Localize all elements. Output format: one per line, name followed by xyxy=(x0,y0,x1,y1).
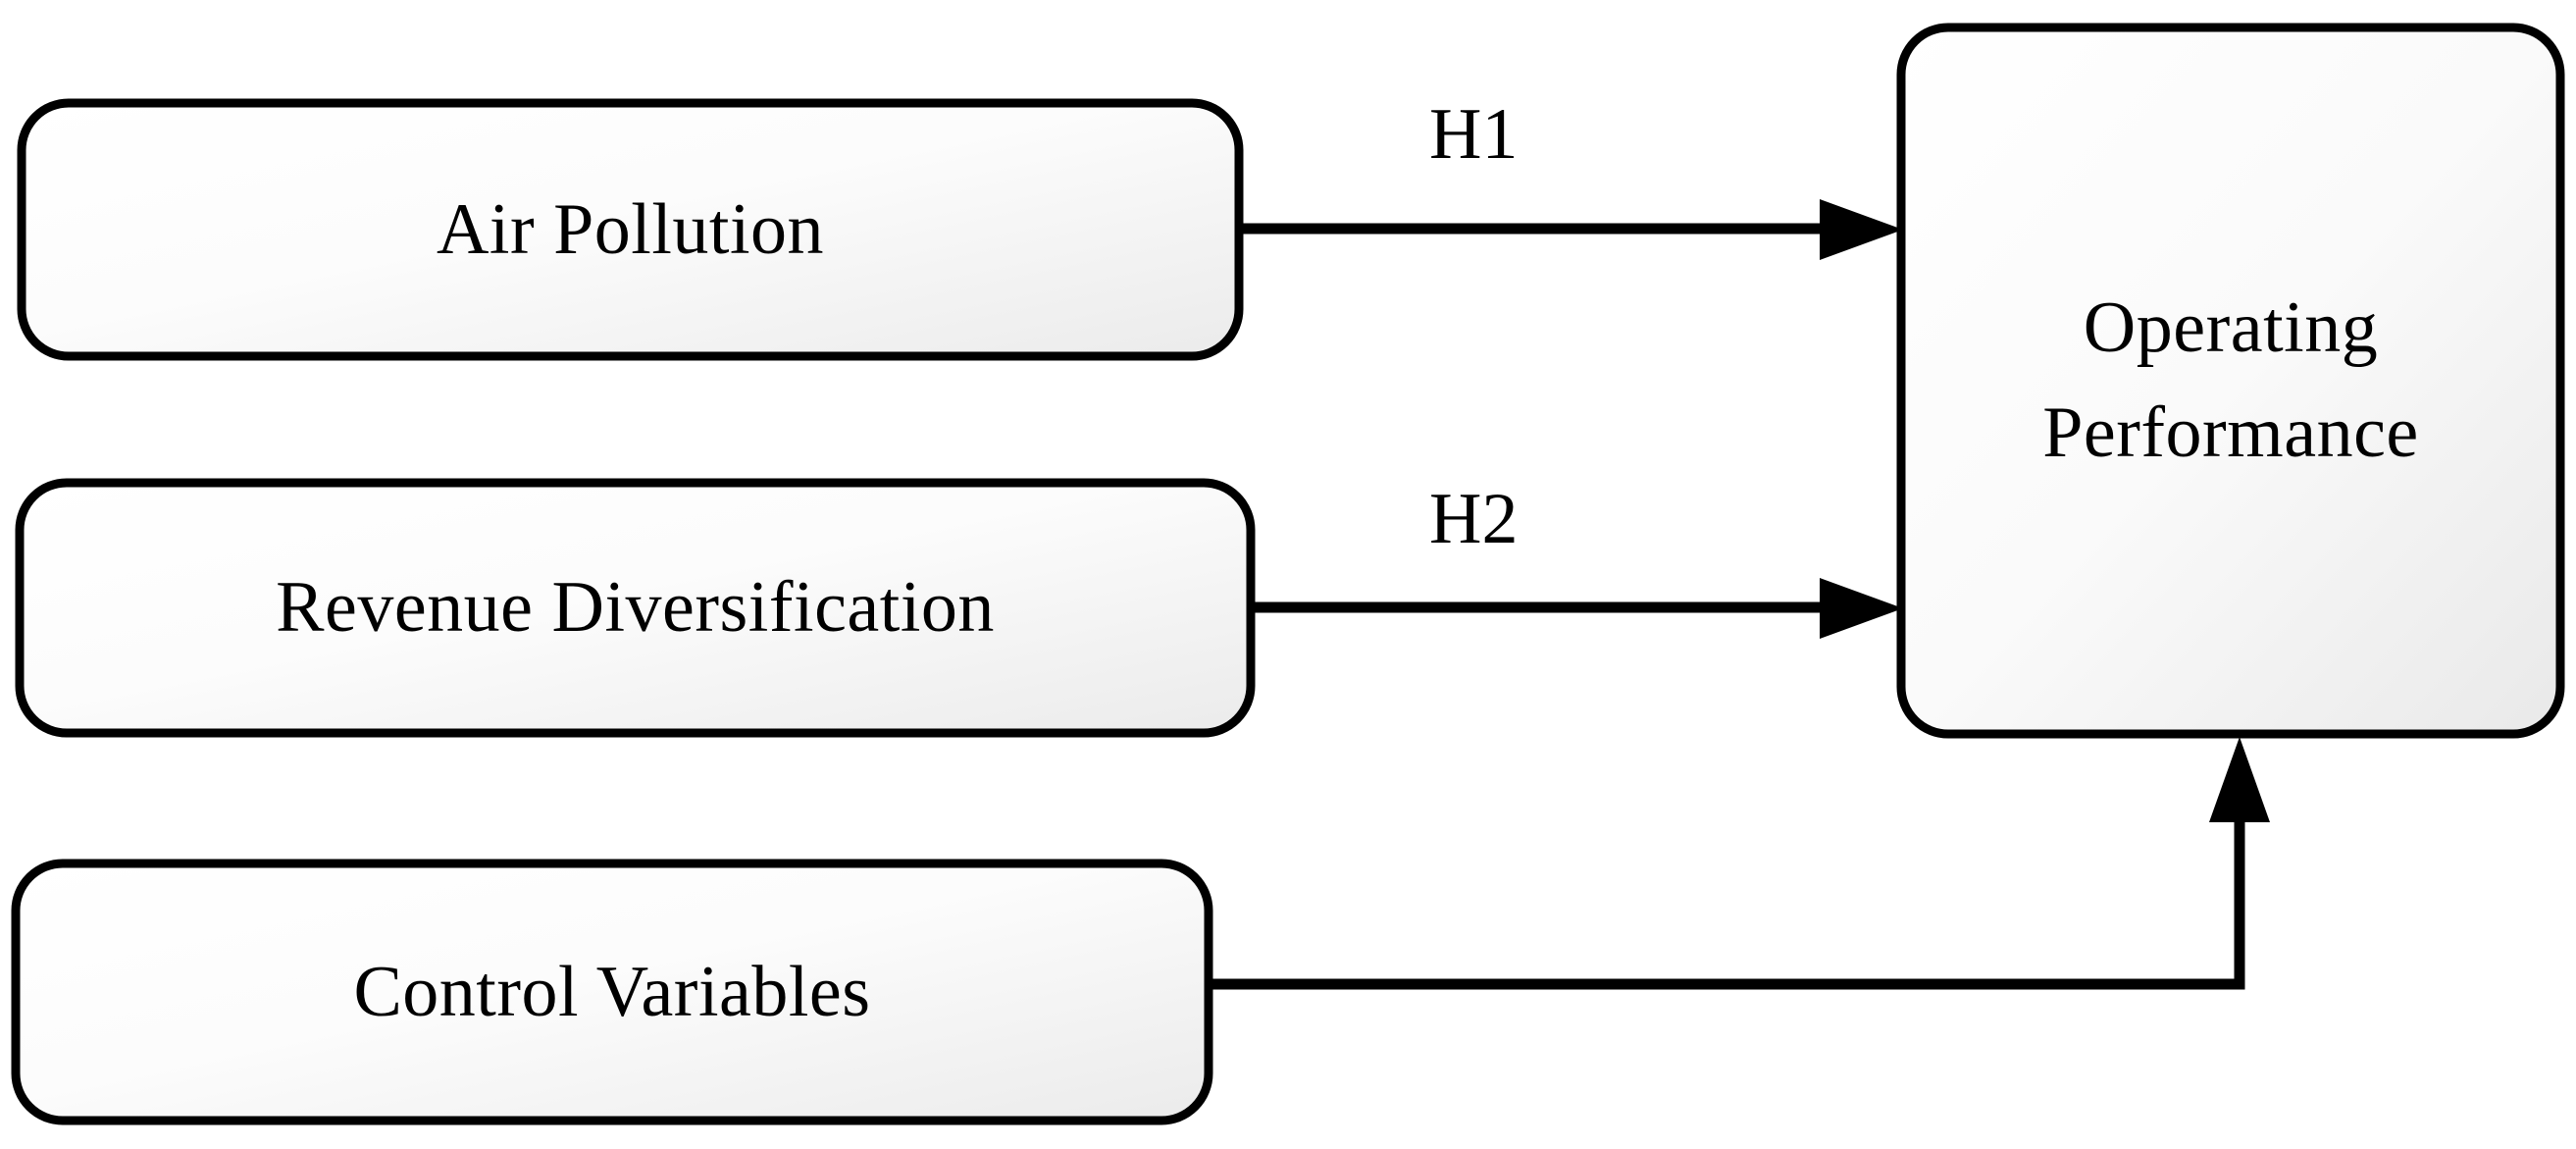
edge-control-variables-line xyxy=(1209,822,2245,990)
node-control-variables-shape[interactable] xyxy=(11,859,1213,1125)
node-revenue-diversification-shape[interactable] xyxy=(15,478,1256,738)
edge-h1[interactable] xyxy=(1239,199,1903,260)
edge-control-variables-arrowhead-icon xyxy=(2209,737,2270,822)
edge-h2-arrowhead-icon xyxy=(1820,578,1903,639)
node-air-pollution-shape[interactable] xyxy=(17,98,1244,361)
edge-h2[interactable] xyxy=(1251,578,1903,639)
node-operating-performance-shape[interactable] xyxy=(1896,23,2565,739)
edge-h1-arrowhead-icon xyxy=(1820,199,1903,260)
edge-control-variables[interactable] xyxy=(1209,737,2270,990)
